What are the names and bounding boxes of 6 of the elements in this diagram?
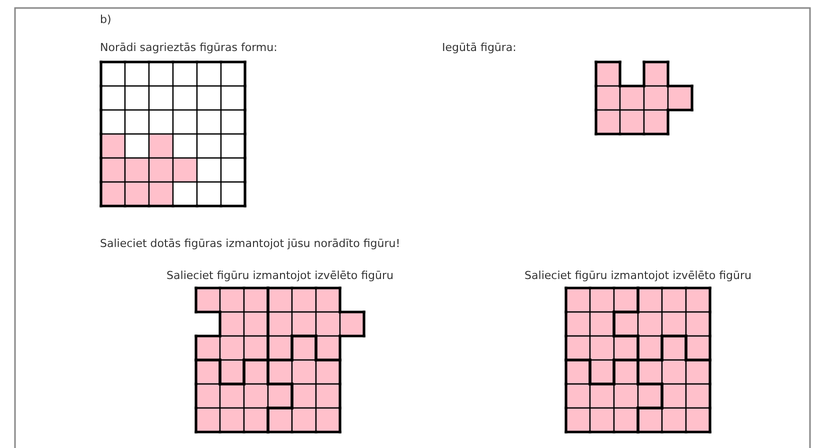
grid-title: Salieciet figūru izmantojot izvēlēto figūru — [166, 269, 394, 283]
item-letter: b) — [100, 13, 112, 27]
instruction-text: Norādi sagrieztās figūras formu: — [100, 41, 278, 55]
grid-title: Salieciet figūru izmantojot izvēlēto figūru — [524, 269, 752, 283]
instruction-text: Salieciet dotās figūras izmantojot jūsu norādīto figūru! — [100, 237, 400, 251]
instruction-text: Iegūtā figūra: — [442, 41, 516, 55]
